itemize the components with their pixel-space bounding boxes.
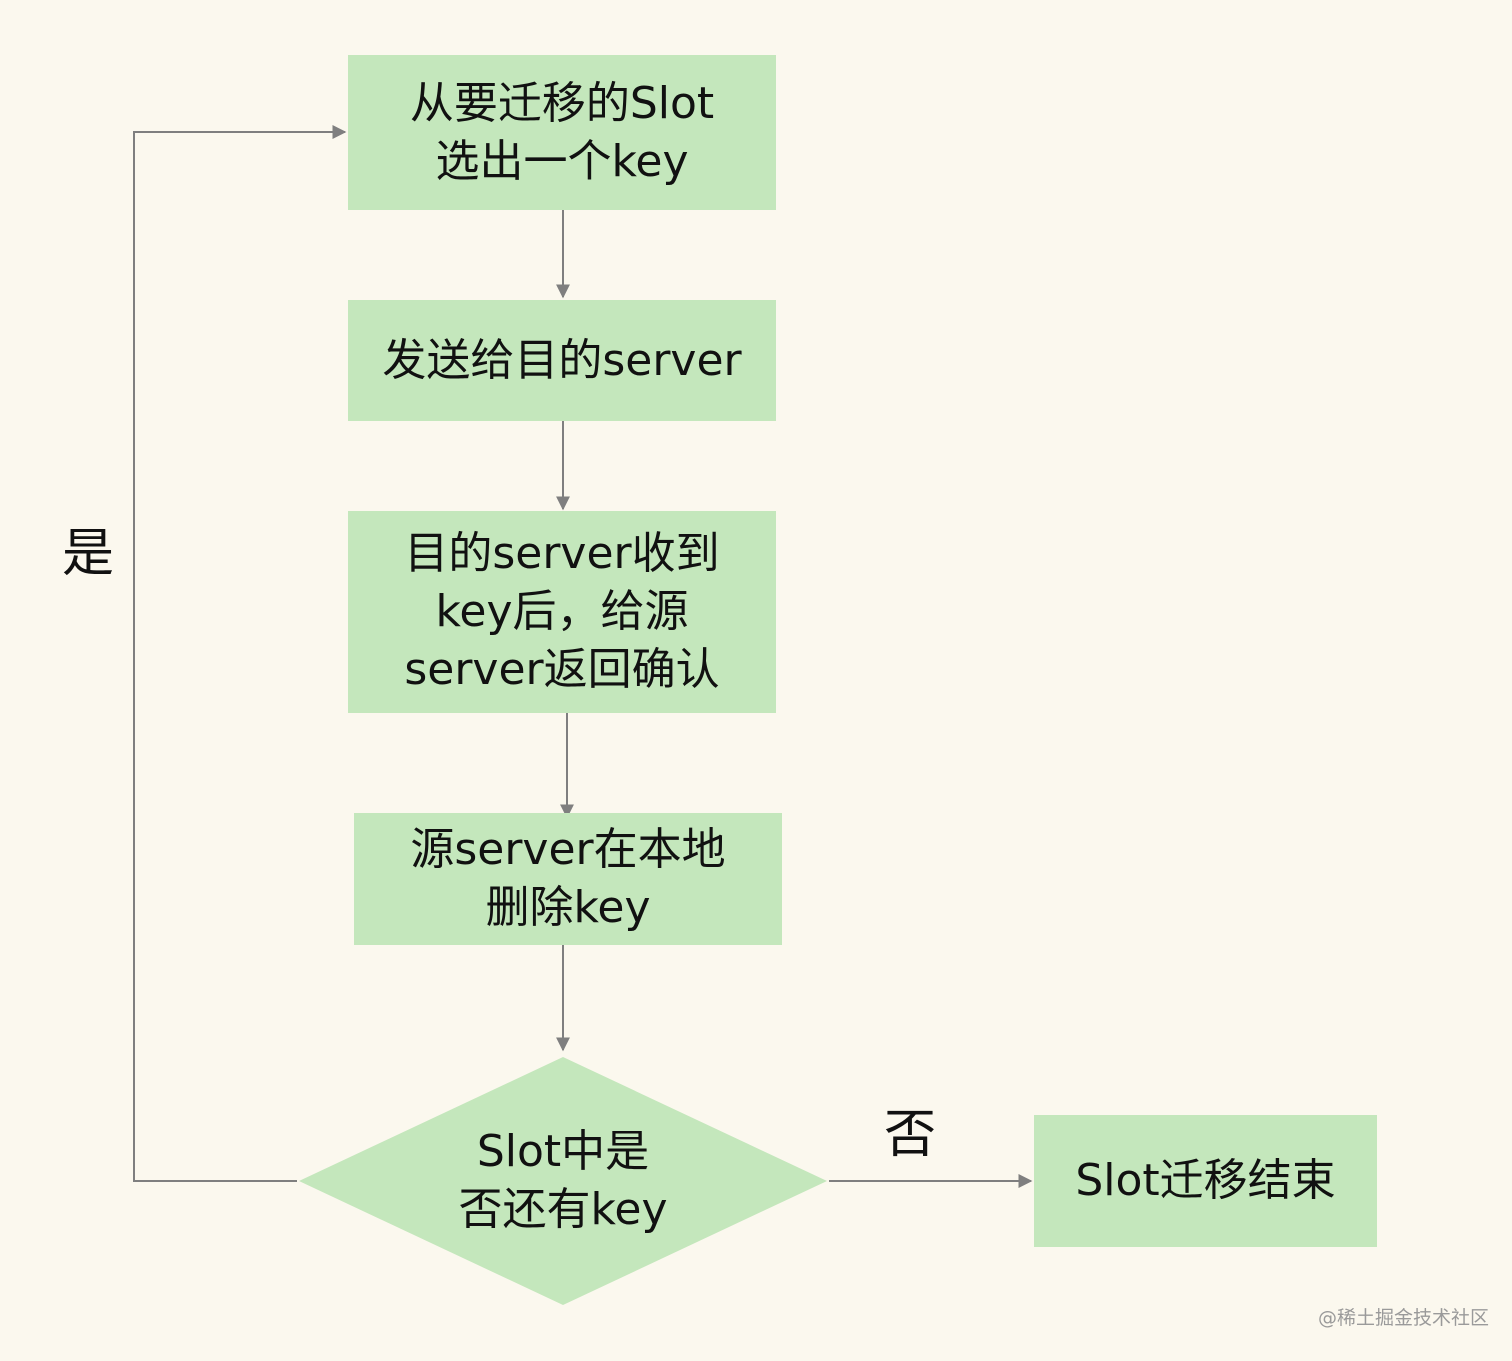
step-end: Slot迁移结束 [1034,1115,1377,1247]
label-yes: 是 [62,524,115,584]
watermark-text: @稀土掘金技术社区 [1318,1307,1490,1329]
label-no: 否 [884,1105,937,1165]
decision-diamond [299,1057,827,1305]
decision-text: Slot中是 否还有key [458,1126,668,1235]
arrow-yes-loop [133,125,347,1182]
step-target-ack: 目的server收到 key后，给源 server返回确认 [348,511,776,713]
step-select-key: 从要迁移的Slot 选出一个key [348,55,776,210]
step-send-to-target: 发送给目的server [348,300,776,421]
step-source-delete: 源server在本地 删除key [354,813,782,945]
